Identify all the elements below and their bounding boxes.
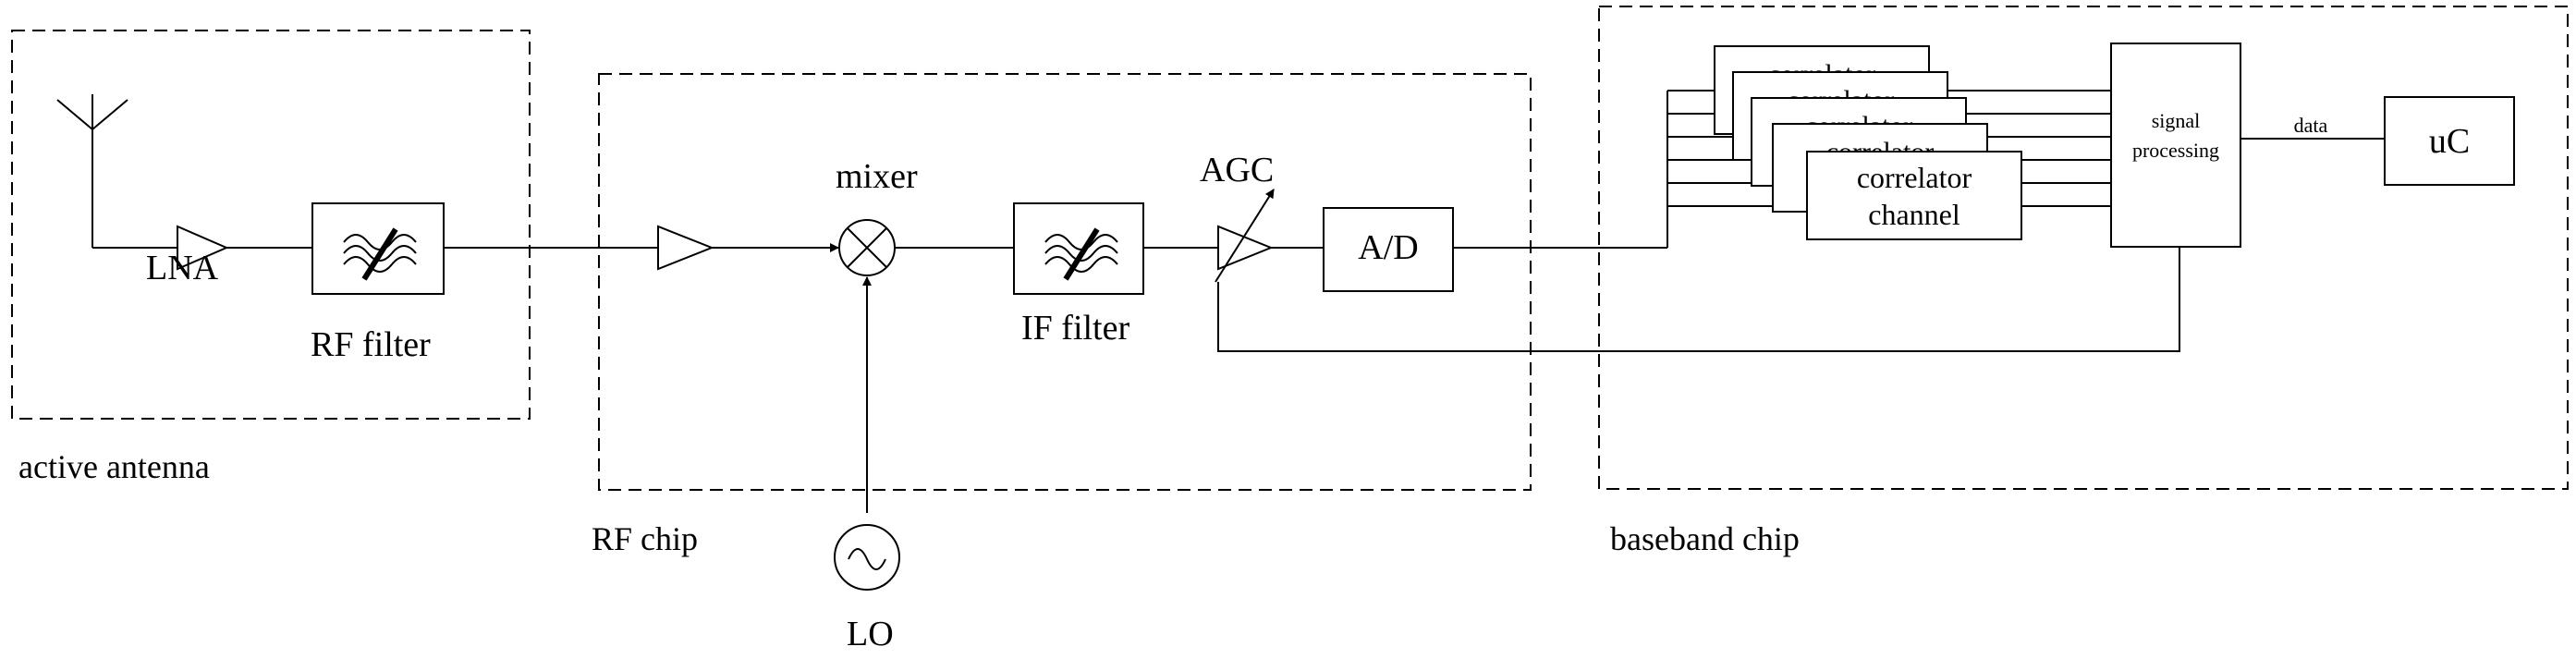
active-antenna-region [11, 30, 531, 420]
correlator-channel-line2: channel [1868, 198, 1960, 231]
active-antenna-label: active antenna [18, 448, 210, 485]
agc-label: AGC [1200, 151, 1274, 189]
lna-label: LNA [146, 249, 219, 287]
uc-block [2384, 96, 2515, 186]
baseband-chip-region [1598, 6, 2569, 490]
data-label: data [2294, 114, 2328, 137]
signal-processing-line1: signal [2152, 109, 2201, 132]
if-filter-block [1013, 202, 1144, 295]
rf-amplifier [657, 225, 714, 271]
signal-processing-block [2110, 43, 2241, 248]
ad-label: A/D [1358, 228, 1418, 267]
lo-label: LO [847, 615, 894, 653]
rf-chip-label: RF chip [592, 520, 698, 557]
baseband-chip-label: baseband chip [1610, 520, 1800, 557]
ad-converter [1323, 207, 1454, 292]
rf-filter-block [311, 202, 445, 295]
antenna-icon [56, 94, 128, 248]
mixer-label: mixer [836, 157, 918, 196]
agc-feedback-line [1217, 247, 2180, 352]
uc-label: uC [2429, 122, 2470, 161]
correlator-channel-box: correlator channel [1806, 151, 2022, 240]
signal-processing-line2: processing [2132, 139, 2219, 162]
mixer-symbol [838, 219, 896, 276]
lo-oscillator [834, 524, 900, 591]
rf-chip-region [598, 73, 1532, 491]
correlator-channel-line1: correlator [1857, 161, 1972, 194]
if-filter-label: IF filter [1021, 309, 1129, 348]
agc-amplifier [1215, 189, 1275, 283]
rf-filter-label: RF filter [311, 325, 431, 364]
lna-amplifier [177, 225, 229, 271]
